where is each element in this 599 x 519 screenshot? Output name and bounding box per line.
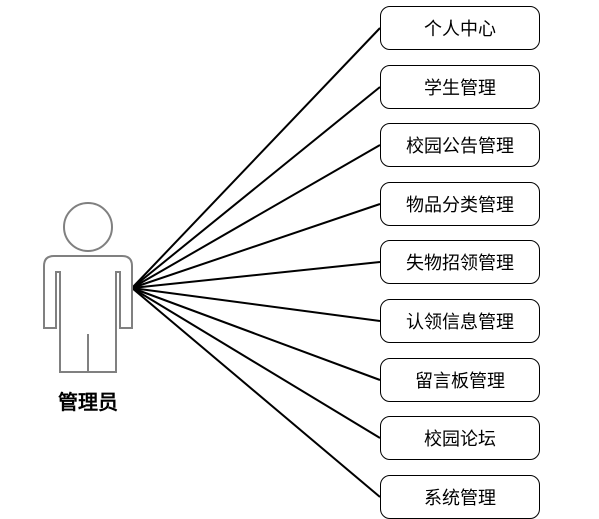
association-line — [131, 287, 381, 322]
association-line — [131, 203, 381, 289]
association-line — [131, 287, 381, 439]
use-case-box: 留言板管理 — [380, 358, 540, 402]
actor-body — [43, 255, 133, 373]
use-case-box: 失物招领管理 — [380, 240, 540, 284]
use-case-box: 校园论坛 — [380, 416, 540, 460]
use-case-box: 认领信息管理 — [380, 299, 540, 343]
use-case-box: 校园公告管理 — [380, 123, 540, 167]
actor-label: 管理员 — [58, 390, 118, 414]
association-line — [131, 287, 381, 498]
association-line — [131, 144, 381, 289]
use-case-box: 物品分类管理 — [380, 182, 540, 226]
use-case-box: 学生管理 — [380, 65, 540, 109]
use-case-box: 系统管理 — [380, 475, 540, 519]
actor-head — [63, 202, 113, 252]
use-case-box: 个人中心 — [380, 6, 540, 50]
association-line — [131, 27, 381, 289]
association-line — [131, 86, 381, 289]
association-line — [131, 287, 381, 381]
association-line — [131, 261, 381, 289]
